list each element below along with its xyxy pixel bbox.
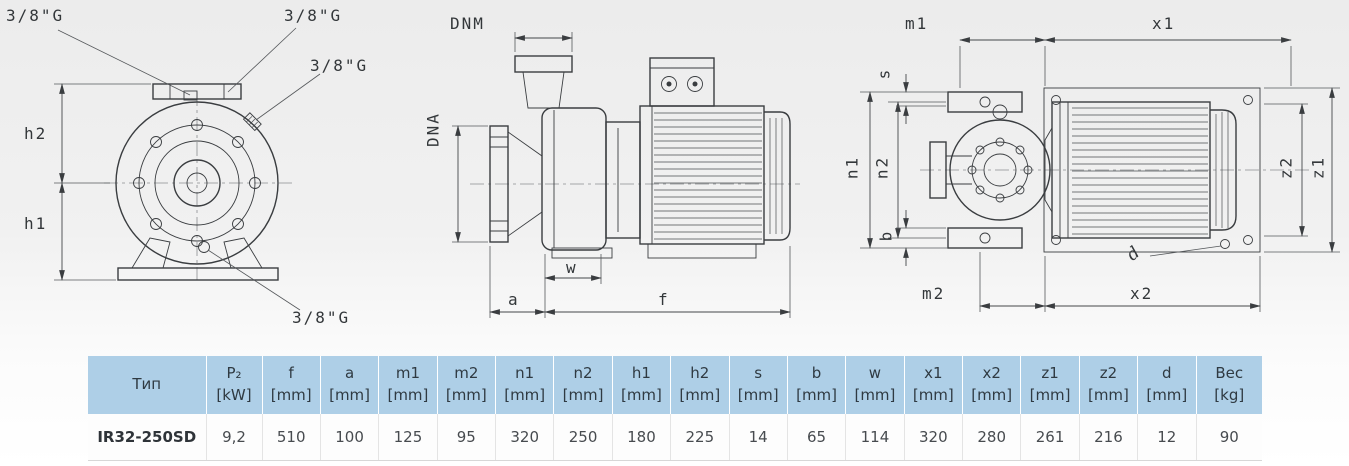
dim-label-dna: DNA [423, 112, 443, 147]
suction-flange-plan [929, 141, 947, 199]
cell-a: 100 [320, 414, 380, 461]
col-header-m1: m1[mm] [378, 356, 438, 414]
discharge-flange [514, 55, 573, 73]
table-header-row: Тип P₂[kW] f[mm] a[mm] m1[mm] m2[mm] n1[… [88, 356, 1262, 414]
dim-label-b: b [876, 229, 896, 242]
pump-technical-drawing [54, 27, 1340, 318]
vent-plug [183, 90, 198, 101]
dim-label-f: f [658, 290, 670, 309]
dimensions-table-section: Тип P₂[kW] f[mm] a[mm] m1[mm] m2[mm] n1[… [88, 356, 1262, 461]
cell-ves: 90 [1196, 414, 1262, 461]
motor-body-plan [1051, 101, 1211, 239]
table-data-row: IR32-250SD 9,2 510 100 125 95 320 250 18… [88, 414, 1262, 461]
dim-label-h2: h2 [24, 124, 48, 143]
col-header-d: d[mm] [1137, 356, 1197, 414]
cell-tip: IR32-250SD [88, 414, 207, 461]
cell-n1: 320 [495, 414, 555, 461]
dim-label-port-bottom: 3/8"G [292, 308, 351, 327]
col-header-x1: x1[mm] [904, 356, 964, 414]
cell-h2: 225 [670, 414, 730, 461]
cell-x1: 320 [904, 414, 964, 461]
dim-label-x1: x1 [1152, 14, 1176, 33]
terminal-box [649, 57, 715, 107]
dim-label-h1: h1 [24, 214, 48, 233]
drawing-area: 3/8"G 3/8"G 3/8"G 3/8"G h2 h1 DNM DNA w … [6, 6, 1340, 327]
cell-z2: 216 [1079, 414, 1139, 461]
lantern-bracket [605, 121, 641, 239]
front-view-drawing [54, 27, 321, 311]
dim-label-m2: m2 [922, 284, 946, 303]
dim-label-z2: z2 [1276, 155, 1296, 180]
drain-plug [198, 241, 210, 253]
col-header-h2: h2[mm] [670, 356, 730, 414]
dim-label-n1: n1 [842, 155, 862, 180]
dim-label-port-top-left: 3/8"G [6, 6, 65, 25]
col-header-z1: z1[mm] [1020, 356, 1080, 414]
dim-label-x2: x2 [1130, 284, 1154, 303]
cell-x2: 280 [962, 414, 1022, 461]
pump-foot-top [947, 91, 1023, 113]
col-header-ves: Вес[kg] [1196, 356, 1262, 414]
pump-casing-circle [115, 101, 279, 265]
dimensions-table: Тип P₂[kW] f[mm] a[mm] m1[mm] m2[mm] n1[… [88, 356, 1262, 461]
col-header-n2: n2[mm] [553, 356, 613, 414]
gauge-plug [242, 112, 262, 132]
dim-label-port-top-right: 3/8"G [284, 6, 343, 25]
baseplate [1043, 87, 1261, 253]
dim-label-a: a [508, 290, 520, 309]
cell-p2: 9,2 [206, 414, 263, 461]
motor-end-cap [764, 111, 791, 241]
cell-s: 14 [729, 414, 788, 461]
motor-end-cap-plan [1210, 109, 1237, 231]
col-header-tip: Тип [88, 356, 207, 414]
dim-label-dnm: DNM [450, 14, 485, 33]
dim-label-z1: z1 [1308, 155, 1328, 180]
volute-casing [541, 107, 607, 251]
cell-d: 12 [1137, 414, 1197, 461]
cell-f: 510 [262, 414, 321, 461]
col-header-a: a[mm] [320, 356, 380, 414]
dim-label-s: s [874, 67, 894, 80]
col-header-x2: x2[mm] [962, 356, 1022, 414]
end-view-drawing [860, 37, 1340, 312]
col-header-p2: P₂[kW] [206, 356, 263, 414]
pump-foot-bottom [947, 227, 1023, 249]
side-view-drawing [452, 32, 800, 318]
dim-label-n2: n2 [872, 155, 892, 180]
col-header-n1: n1[mm] [495, 356, 555, 414]
dim-label-port-side: 3/8"G [310, 56, 369, 75]
dim-label-w: w [566, 258, 578, 277]
pump-casing-plan [949, 119, 1051, 221]
cell-m1: 125 [378, 414, 438, 461]
cell-w: 114 [845, 414, 905, 461]
cell-m2: 95 [437, 414, 497, 461]
col-header-w: w[mm] [845, 356, 905, 414]
col-header-h1: h1[mm] [612, 356, 672, 414]
col-header-m2: m2[mm] [437, 356, 497, 414]
cell-z1: 261 [1020, 414, 1080, 461]
cell-h1: 180 [612, 414, 672, 461]
dim-label-m1: m1 [905, 14, 929, 33]
baseplate-bolt-hole [1220, 239, 1230, 249]
col-header-z2: z2[mm] [1079, 356, 1139, 414]
pump-base [117, 267, 279, 281]
col-header-b: b[mm] [787, 356, 847, 414]
cell-n2: 250 [553, 414, 613, 461]
col-header-s: s[mm] [729, 356, 788, 414]
cell-b: 65 [787, 414, 847, 461]
col-header-f: f[mm] [262, 356, 321, 414]
